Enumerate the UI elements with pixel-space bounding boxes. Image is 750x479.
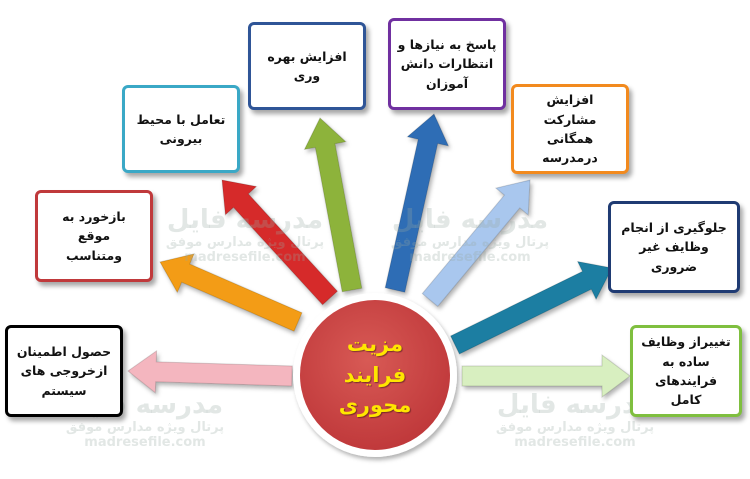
benefit-box-unnecessary-tasks: جلوگیری از انجام وظایف غیر ضروری [608,201,740,293]
benefit-box-participation: افزایش مشارکت همگانی درمدرسه [511,84,629,174]
arrow-to-output-assurance [127,349,293,394]
arrow-to-environment-interaction [221,179,339,306]
center-circle [300,300,450,450]
arrow-to-participation [421,179,531,308]
benefit-box-output-assurance: حصول اطمینان ازخروجی های سیستم [5,325,123,417]
benefit-box-timely-feedback: بازخورد به موقع ومتناسب [35,190,153,282]
benefit-box-environment-interaction: تعامل با محیط بیرونی [122,85,240,173]
arrow-to-unnecessary-tasks [449,260,613,355]
arrow-to-complete-processes [461,354,631,398]
center-title: مزیت فرایند محوری [338,332,412,418]
arrow-to-timely-feedback [159,253,303,332]
arrow-to-productivity [303,117,363,293]
arrow-to-student-needs [384,113,450,293]
benefit-box-complete-processes: تغییراز وظایف ساده به فرایندهای کامل [630,325,742,417]
benefit-box-productivity: افزایش بهره وری [248,22,366,110]
benefit-box-student-needs: پاسخ به نیازها و انتظارات دانش آموزان [388,18,506,110]
